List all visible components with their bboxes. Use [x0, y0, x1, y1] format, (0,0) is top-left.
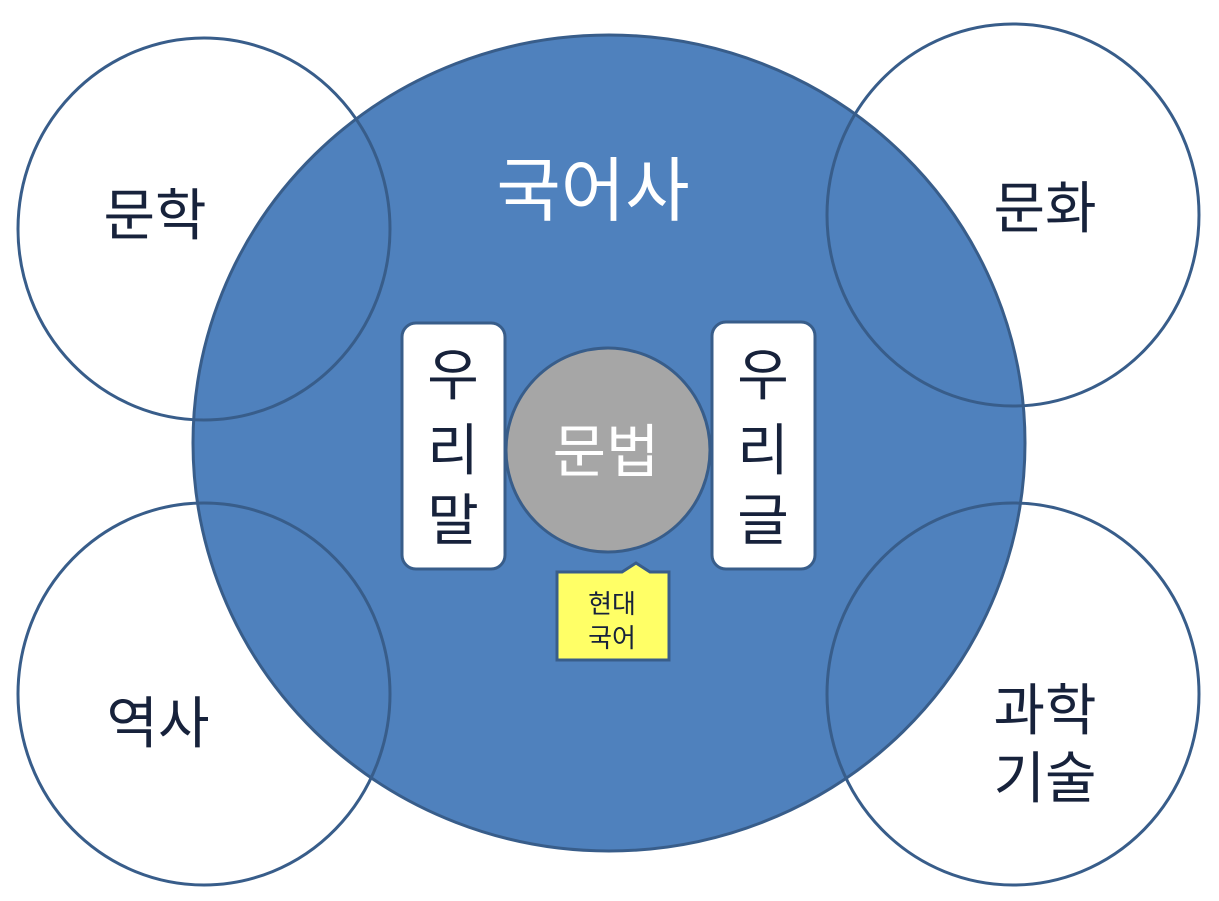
culture-circle [825, 22, 1201, 408]
science-tech-circle [825, 501, 1201, 887]
written-language-box [710, 320, 817, 571]
grammar-circle [504, 346, 712, 554]
modern-korean-callout [555, 561, 671, 662]
spoken-char-3: 말 [427, 489, 479, 554]
history-label: 역사 [106, 692, 209, 757]
science-label: 과학 [993, 679, 1096, 744]
written-char-3: 글 [737, 489, 789, 554]
spoken-char-1: 우 [427, 344, 479, 409]
callout-line-1: 현대 [588, 590, 636, 620]
spoken-char-2: 리 [427, 419, 479, 484]
history-circle [16, 501, 392, 887]
written-char-1: 우 [737, 344, 789, 409]
written-char-2: 리 [737, 419, 789, 484]
literature-circle [16, 36, 392, 422]
korean-history-title: 국어사 [496, 150, 689, 232]
literature-label: 문학 [103, 184, 206, 249]
callout-line-2: 국어 [588, 624, 636, 654]
technology-label: 기술 [993, 747, 1096, 812]
culture-label: 문화 [993, 177, 1096, 242]
grammar-label: 문법 [553, 418, 660, 486]
